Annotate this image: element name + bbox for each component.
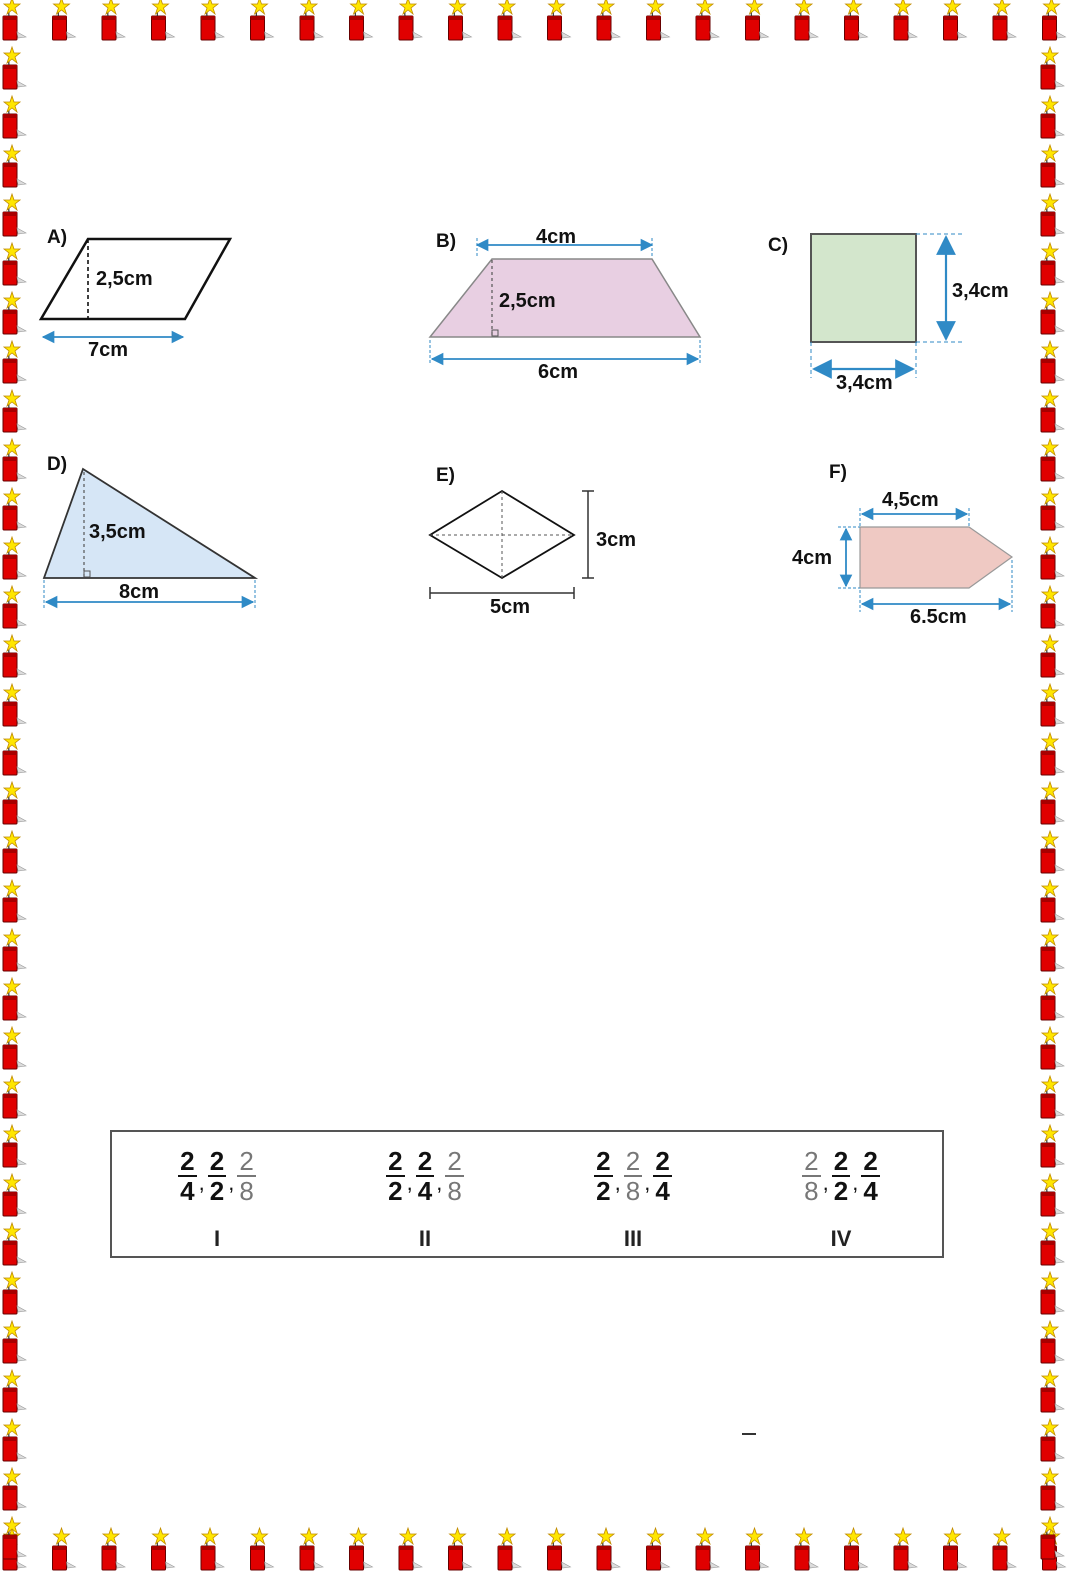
figure-b-height: 2,5cm bbox=[499, 290, 556, 312]
figure-b-base: 6cm bbox=[538, 361, 578, 383]
short-dash-mark bbox=[742, 1433, 756, 1435]
figure-d-label: D) bbox=[47, 454, 67, 475]
figure-c-square: C) 3,4cm 3,4cm bbox=[768, 234, 1009, 394]
triangle-shape bbox=[44, 469, 255, 578]
figure-e-rhombus: E) 3cm 5cm bbox=[430, 465, 636, 618]
option-i-numeral: I bbox=[127, 1226, 307, 1252]
option-iii-numeral: III bbox=[543, 1226, 723, 1252]
pentagon-shape bbox=[860, 527, 1012, 588]
figure-f-pentagon: F) 4,5cm 4cm 6.5cm bbox=[792, 462, 1012, 628]
figure-b-top: 4cm bbox=[536, 226, 576, 248]
figure-e-horizontal: 5cm bbox=[490, 596, 530, 618]
figure-d-height: 3,5cm bbox=[89, 521, 146, 543]
square-shape bbox=[811, 234, 916, 342]
figure-d-triangle: D) 3,5cm 8cm bbox=[44, 454, 255, 610]
figure-d-base: 8cm bbox=[119, 581, 159, 603]
figure-b-trapezoid: B) 4cm 2,5cm 6cm bbox=[430, 226, 700, 383]
figure-a-height: 2,5cm bbox=[96, 268, 153, 290]
figure-f-left: 4cm bbox=[792, 547, 832, 569]
figure-f-base: 6.5cm bbox=[910, 606, 967, 628]
figure-f-top: 4,5cm bbox=[882, 489, 939, 511]
figure-c-base: 3,4cm bbox=[836, 372, 893, 394]
figure-a-parallelogram: A) 2,5cm 7cm bbox=[41, 227, 230, 361]
trapezoid-shape bbox=[430, 259, 700, 337]
option-ii-numeral: II bbox=[335, 1226, 515, 1252]
figure-b-label: B) bbox=[436, 231, 456, 252]
figure-a-base: 7cm bbox=[88, 339, 128, 361]
figure-e-vertical: 3cm bbox=[596, 529, 636, 551]
figure-a-label: A) bbox=[47, 227, 67, 248]
figure-c-label: C) bbox=[768, 235, 788, 256]
option-iv-numeral: IV bbox=[751, 1226, 931, 1252]
figure-e-label: E) bbox=[436, 465, 455, 486]
figure-f-label: F) bbox=[829, 462, 847, 483]
figure-c-side: 3,4cm bbox=[952, 280, 1009, 302]
